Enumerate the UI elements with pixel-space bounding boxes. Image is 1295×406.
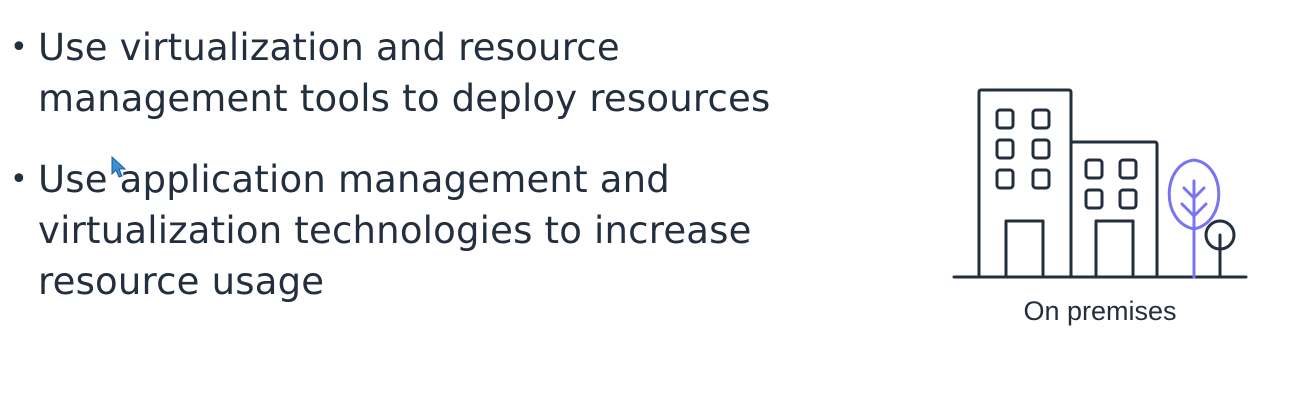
bullet-text: Use virtualization and resource manageme… <box>38 26 771 120</box>
short-building <box>1069 140 1159 279</box>
bullet-item: • Use virtualization and resource manage… <box>0 22 860 124</box>
bullet-dot: • <box>10 162 28 197</box>
mouse-cursor-icon <box>111 156 127 178</box>
illustration-caption: On premises <box>1023 296 1177 326</box>
bullet-text: Use application management and virtualiz… <box>38 158 752 303</box>
tall-building <box>977 88 1073 279</box>
on-premises-buildings-icon <box>952 88 1248 279</box>
bullet-item: • Use application management and virtual… <box>0 154 860 307</box>
bullet-dot: • <box>10 30 28 65</box>
accent-tree <box>1167 158 1221 279</box>
bullet-list: • Use virtualization and resource manage… <box>0 22 860 337</box>
